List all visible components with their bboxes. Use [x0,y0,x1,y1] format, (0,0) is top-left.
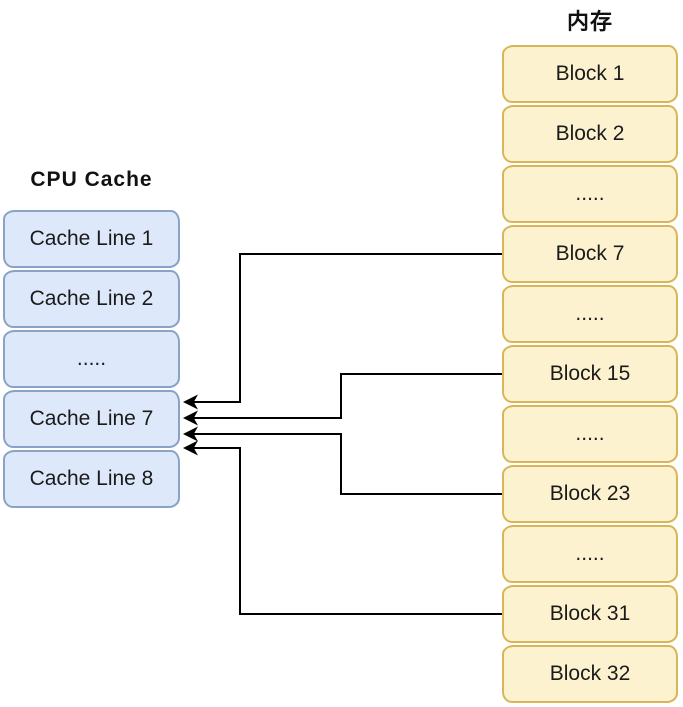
memory-block-box-31: Block 31 [502,585,678,643]
memory-column: Block 1 Block 2 ..... Block 7 ..... Bloc… [502,45,678,703]
memory-block-box-15: Block 15 [502,345,678,403]
mapping-arrow-block31-to-line7 [183,440,502,615]
mapping-arrow-block23-to-line7 [183,426,502,495]
cache-line-box-ellipsis: ..... [3,330,180,388]
memory-block-box-ellipsis-c: ..... [502,405,678,463]
memory-title: 内存 [566,9,613,34]
memory-block-box-2: Block 2 [502,105,678,163]
cache-column: Cache Line 1 Cache Line 2 ..... Cache Li… [3,210,180,508]
memory-block-box-ellipsis-a: ..... [502,165,678,223]
memory-block-box-ellipsis-b: ..... [502,285,678,343]
cache-line-box-2: Cache Line 2 [3,270,180,328]
memory-block-box-1: Block 1 [502,45,678,103]
mapping-arrow-block15-to-line7 [183,373,502,426]
cache-line-box-1: Cache Line 1 [3,210,180,268]
memory-block-box-32: Block 32 [502,645,678,703]
mapping-arrow-block7-to-line7 [183,253,502,410]
memory-block-box-7: Block 7 [502,225,678,283]
memory-block-box-23: Block 23 [502,465,678,523]
cache-line-box-7: Cache Line 7 [3,390,180,448]
cache-title: CPU Cache [30,168,153,191]
memory-block-box-ellipsis-d: ..... [502,525,678,583]
cache-line-box-8: Cache Line 8 [3,450,180,508]
